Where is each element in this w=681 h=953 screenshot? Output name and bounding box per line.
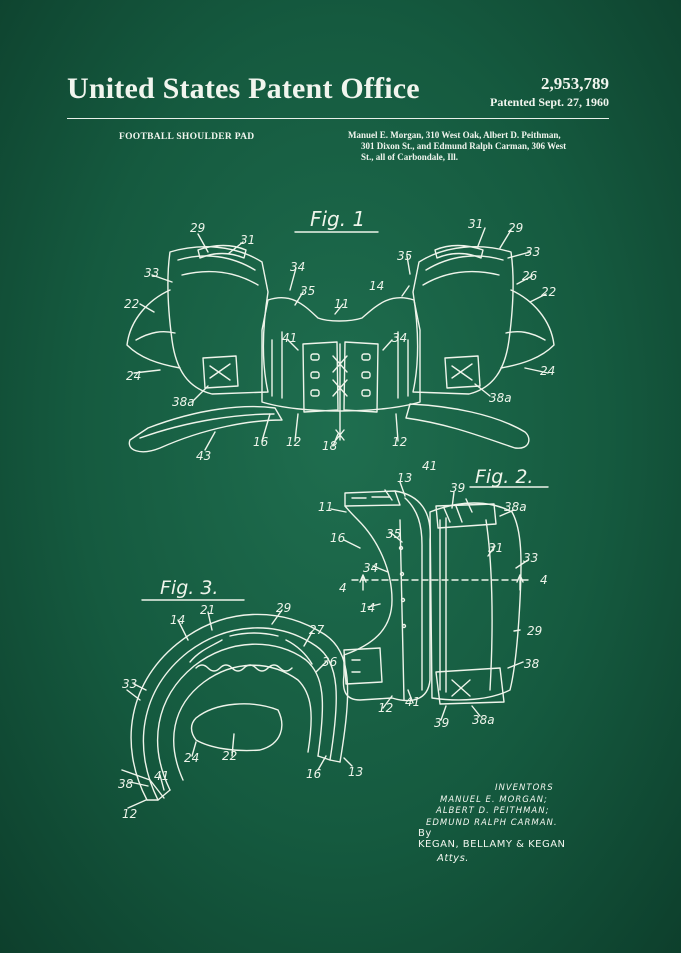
ref-numeral: 33: [523, 551, 538, 565]
fig-1-numerals: 29 31 33 22 24 38a 43 16 12 18 12 34 35 …: [124, 217, 556, 463]
ref-numeral: 14: [369, 279, 384, 293]
by-label: By: [418, 828, 432, 839]
ref-numeral: 43: [196, 449, 211, 463]
ref-numeral: 12: [392, 435, 407, 449]
inventor-signature-1: MANUEL E. MORGAN;: [440, 795, 548, 805]
ref-numeral: 36: [322, 655, 338, 669]
inventor-line-3: St., all of Carbondale, Ill.: [361, 152, 459, 162]
ref-numeral: 31: [240, 233, 255, 247]
ref-numeral: 29: [190, 221, 205, 235]
ref-numeral: 38a: [172, 395, 195, 409]
patent-date: Patented Sept. 27, 1960: [490, 95, 609, 109]
ref-numeral: 34: [392, 331, 407, 345]
ref-numeral: 27: [309, 623, 325, 637]
inventor-line-2: 301 Dixon St., and Edmund Ralph Carman, …: [361, 141, 567, 151]
ref-numeral: 35: [386, 527, 401, 541]
ref-numeral: 31: [468, 217, 483, 231]
ref-numeral: 24: [126, 369, 141, 383]
ref-numeral: 29: [527, 624, 542, 638]
ref-numeral: 14: [170, 613, 185, 627]
patent-number: 2,953,789: [541, 74, 609, 93]
figure-2-drawing: [331, 482, 532, 720]
ref-numeral: 18: [322, 439, 338, 453]
inventor-signature-2: ALBERT D. PEITHMAN;: [436, 806, 550, 816]
ref-numeral: 41: [405, 695, 420, 709]
ref-numeral: 22: [124, 297, 139, 311]
figure-3-drawing: [122, 610, 352, 808]
attorneys-name: KEGAN, BELLAMY & KEGAN: [418, 839, 566, 850]
ref-numeral: 29: [276, 601, 291, 615]
ref-numeral: 13: [397, 471, 412, 485]
ref-numeral: 4: [339, 581, 347, 595]
fig-2-numerals: 13 41 39 38a 11 16 35 34 31 33 4 4 14 29…: [318, 459, 548, 730]
ref-numeral: 13: [348, 765, 363, 779]
ref-numeral: 39: [450, 481, 465, 495]
ref-numeral: 12: [286, 435, 301, 449]
fig-3-label: Fig. 3.: [160, 577, 218, 599]
ref-numeral: 16: [330, 531, 346, 545]
ref-numeral: 41: [282, 331, 297, 345]
inventor-addresses: Manuel E. Morgan, 310 West Oak, Albert D…: [348, 130, 618, 163]
ref-numeral: 33: [122, 677, 137, 691]
ref-numeral: 11: [318, 500, 333, 514]
ref-numeral: 22: [222, 749, 237, 763]
ref-numeral: 31: [488, 541, 503, 555]
ref-numeral: 39: [434, 716, 449, 730]
ref-numeral: 33: [144, 266, 159, 280]
ref-numeral: 34: [290, 260, 305, 274]
ref-numeral: 24: [184, 751, 199, 765]
page-title: United States Patent Office: [67, 72, 420, 105]
ref-numeral: 38: [524, 657, 540, 671]
inventors-label: INVENTORS: [495, 783, 554, 793]
ref-numeral: 34: [363, 561, 378, 575]
ref-numeral: 38: [118, 777, 134, 791]
ref-numeral: 24: [540, 364, 555, 378]
ref-numeral: 22: [541, 285, 556, 299]
ref-numeral: 41: [154, 769, 169, 783]
ref-numeral: 38a: [489, 391, 512, 405]
ref-numeral: 38a: [504, 500, 527, 514]
ref-numeral: 4: [540, 573, 548, 587]
ref-numeral: 21: [200, 603, 215, 617]
fig-1-label: Fig. 1: [310, 207, 365, 231]
ref-numeral: 12: [378, 701, 393, 715]
ref-numeral: 33: [525, 245, 540, 259]
ref-numeral: 16: [306, 767, 322, 781]
ref-numeral: 35: [397, 249, 412, 263]
ref-numeral: 41: [422, 459, 437, 473]
ref-numeral: 35: [300, 284, 315, 298]
ref-numeral: 14: [360, 601, 375, 615]
figure-1-drawing: [127, 228, 554, 452]
ref-numeral: 11: [334, 297, 349, 311]
ref-numeral: 29: [508, 221, 523, 235]
ref-numeral: 38a: [472, 713, 495, 727]
patent-subject: FOOTBALL SHOULDER PAD: [119, 132, 255, 142]
ref-numeral: 26: [522, 269, 538, 283]
ref-numeral: 16: [253, 435, 269, 449]
inventor-signature-3: EDMUND RALPH CARMAN.: [426, 818, 558, 828]
ref-numeral: 12: [122, 807, 137, 821]
fig-3-numerals: 21 29 14 27 36 33 24 22 38 41 16 13 12: [118, 601, 363, 821]
attorneys-label: Attys.: [437, 853, 469, 864]
header-rule: [67, 118, 609, 119]
inventor-line-1: Manuel E. Morgan, 310 West Oak, Albert D…: [348, 130, 561, 140]
fig-2-label: Fig. 2.: [475, 466, 533, 488]
